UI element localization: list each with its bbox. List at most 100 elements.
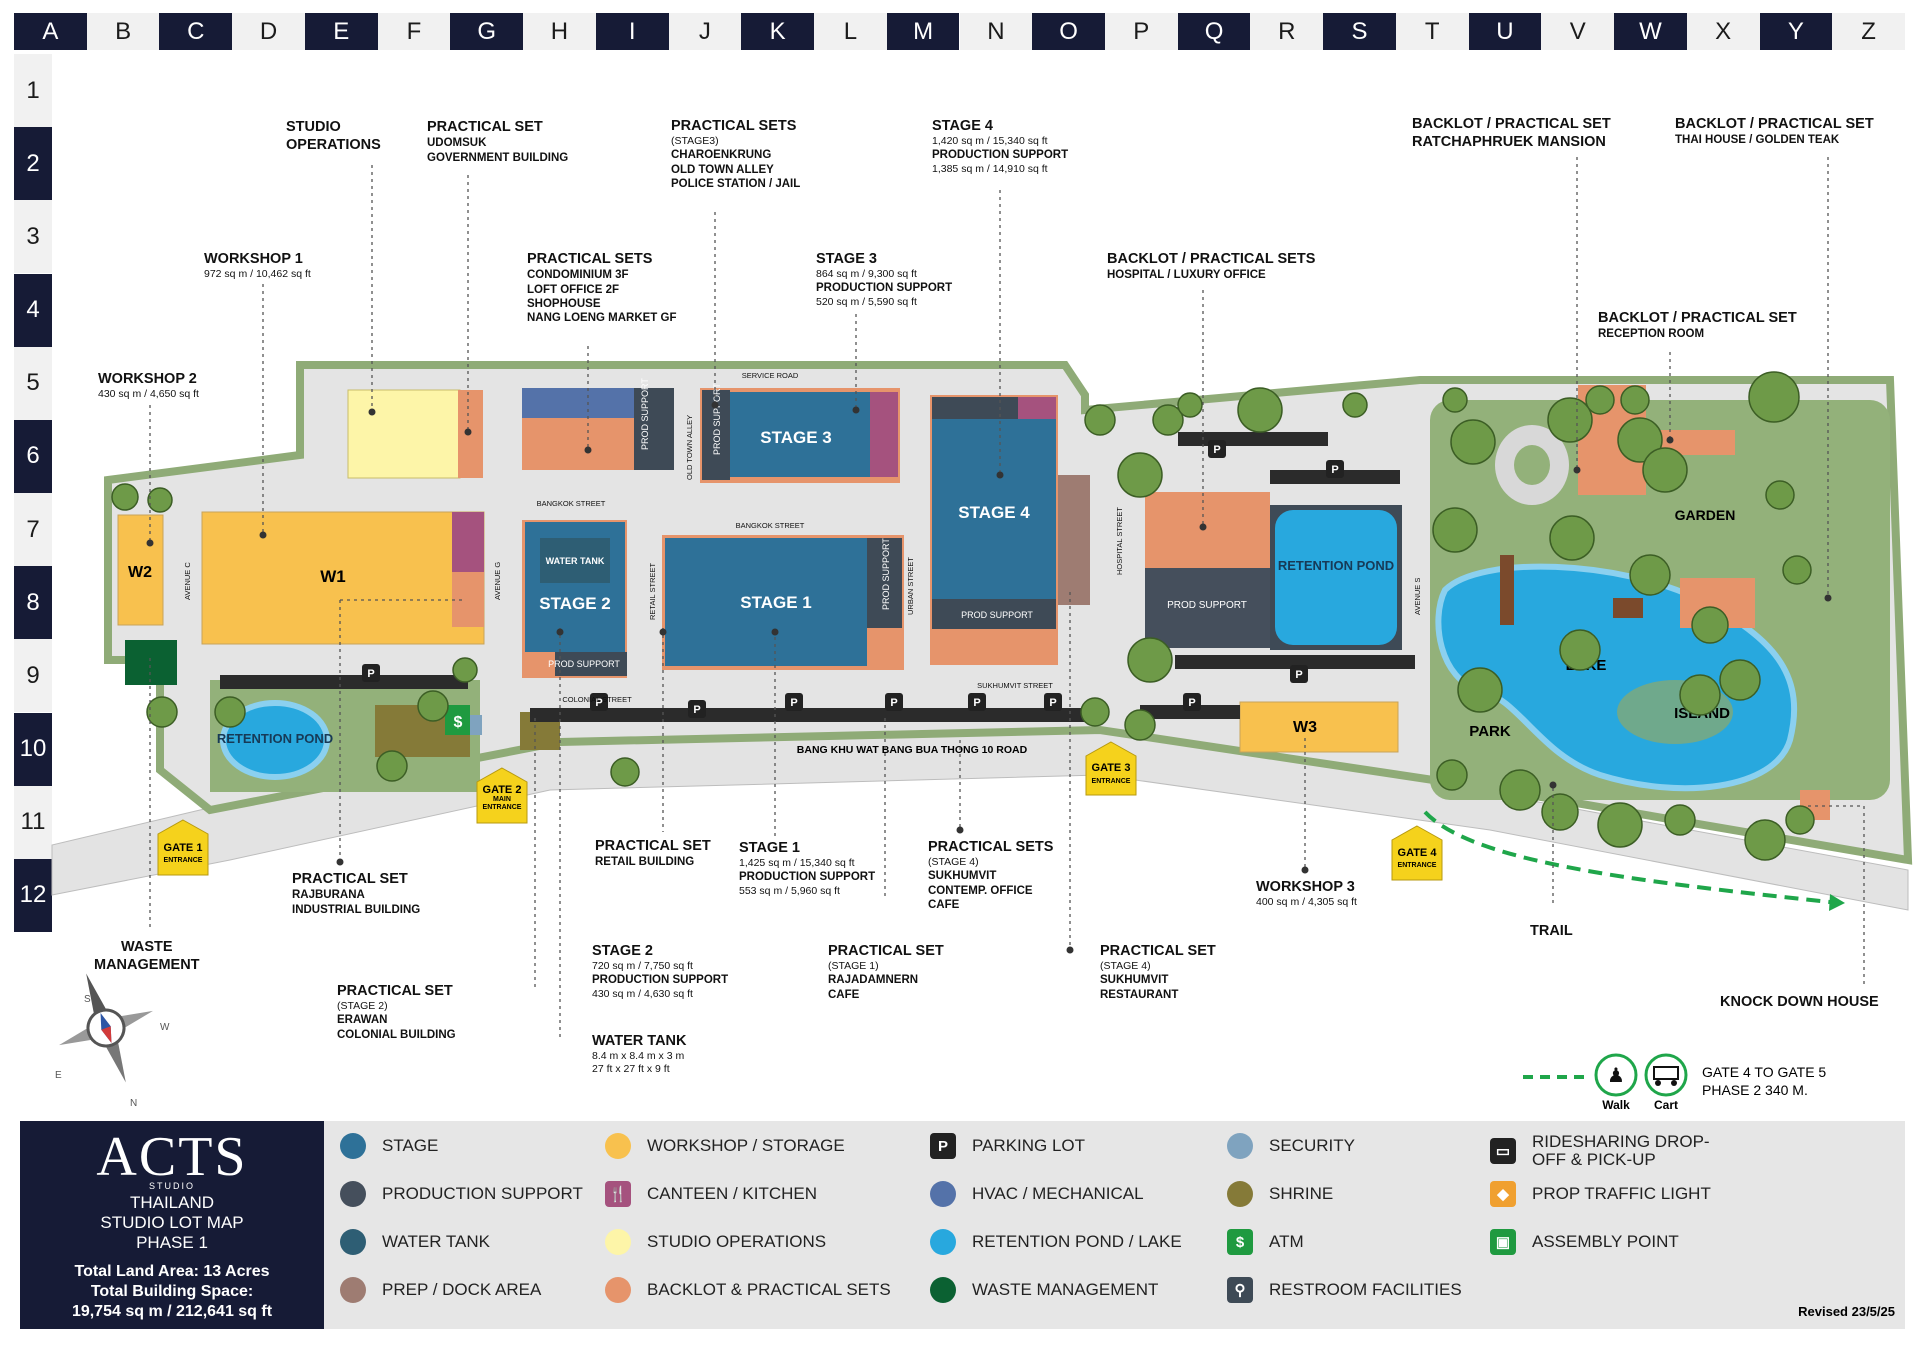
brand-line1: STUDIO LOT MAP [100,1213,244,1232]
walking-route [1423,810,1831,904]
gate-4: GATE 4 ENTRANCE [1391,825,1443,881]
grid-column-a: A [14,13,87,50]
legend-item: STAGE [340,1133,438,1159]
legend-label: RESTROOM FACILITIES [1269,1280,1462,1299]
stage1-building [665,538,867,666]
legend-label: PROP TRAFFIC LIGHT [1532,1184,1711,1203]
legend-swatch [605,1229,631,1255]
canteen-area [452,542,484,572]
svg-text:P: P [890,697,897,709]
legend-label: RIDESHARING DROP-OFF & PICK-UP [1532,1132,1710,1169]
svg-text:P: P [367,668,374,680]
svg-text:P: P [1213,444,1220,456]
grid-row-9: 9 [14,639,52,713]
legend-label: BACKLOT & PRACTICAL SETS [647,1280,891,1299]
w2-label: W2 [128,564,152,581]
grid-column-z: Z [1832,13,1905,50]
stage4-building [932,419,1056,599]
svg-text:P: P [1295,669,1302,681]
street-service-road: SERVICE ROAD [742,371,799,380]
legend-swatch [340,1133,366,1159]
callout-trail: TRAIL [1530,923,1573,939]
legend-item: PRODUCTION SUPPORT [340,1181,583,1207]
building-w1 [201,511,485,645]
grid-row-8: 8 [14,566,52,640]
legend-label: STUDIO OPERATIONS [647,1232,827,1251]
trees [111,371,1815,861]
svg-text:ENTRANCE: ENTRANCE [1092,778,1131,785]
callout-leaders [149,157,1865,1040]
canteen-area [452,512,484,542]
legend-label: CANTEEN / KITCHEN [647,1184,818,1203]
total-space-label: Total Building Space: [90,1283,254,1300]
legend-swatch [340,1277,366,1303]
svg-text:♟: ♟ [1607,1065,1625,1087]
retention-pond-label: RETENTION POND [1278,558,1394,573]
svg-text:GATE 4: GATE 4 [1398,847,1438,859]
retention-pond [1275,510,1397,645]
hvac-unit [522,388,634,418]
compass-icon [59,973,153,1083]
prod-support-block [867,538,902,628]
street-urban: URBAN STREET [906,557,915,615]
retention-pond-label: RETENTION POND [217,731,333,746]
grid-column-n: N [959,13,1033,50]
walk-label: Walk [1602,1098,1630,1112]
grid-column-o: O [1032,13,1105,50]
legend-item: WORKSHOP / STORAGE [605,1133,845,1159]
grid-row-5: 5 [14,346,52,420]
atm-icon: $ [1227,1229,1253,1255]
stage4-label: STAGE 4 [958,503,1030,522]
gate-2: GATE 2 MAIN ENTRANCE [476,767,528,824]
garden-label: GARDEN [1675,507,1736,523]
svg-text:ENTRANCE: ENTRANCE [1398,862,1437,869]
retention-pond-left [220,700,330,780]
legend-label: STAGE [382,1136,439,1155]
legend-item: ◆ PROP TRAFFIC LIGHT [1490,1181,1711,1207]
legend-item: SECURITY [1227,1133,1355,1159]
walk-icon [1594,1053,1638,1097]
legend-label: WORKSHOP / STORAGE [647,1136,845,1155]
legend-label: ATM [1269,1232,1304,1251]
traffic-light-icon: ◆ [1490,1181,1516,1207]
water-tank [540,538,610,583]
grid-column-y: Y [1759,13,1833,50]
parking-lots [220,432,1415,722]
prod-support-block [634,388,674,470]
w3-label: W3 [1293,719,1317,736]
grid-column-t: T [1395,13,1469,50]
legend-swatch [1227,1133,1253,1159]
compass-e: E [55,1070,62,1081]
legend-label: PARKING LOT [972,1136,1086,1155]
assembly-point-icon: ▣ [1490,1229,1516,1255]
legend-label: WASTE MANAGEMENT [972,1280,1159,1299]
svg-text:P: P [1331,464,1338,476]
route-line2: PHASE 2 340 M. [1702,1082,1808,1098]
svg-text:P: P [595,697,602,709]
legend-swatch [605,1277,631,1303]
legend-item: RETENTION POND / LAKE [930,1229,1182,1255]
canteen-icon: 🍴 [605,1181,631,1207]
prod-support-label: PROD SUPPORT [961,610,1033,620]
grid-column-f: F [377,13,451,50]
grid-column-b: B [86,13,160,50]
callout-knock-down-house: KNOCK DOWN HOUSE [1720,994,1879,1010]
grid-row-7: 7 [14,493,52,567]
gate-3: GATE 3 ENTRANCE [1085,741,1137,796]
legend-item: WATER TANK [340,1229,490,1255]
prod-support-label: PROD SUPPORT [712,383,722,455]
svg-text:P: P [1188,697,1195,709]
